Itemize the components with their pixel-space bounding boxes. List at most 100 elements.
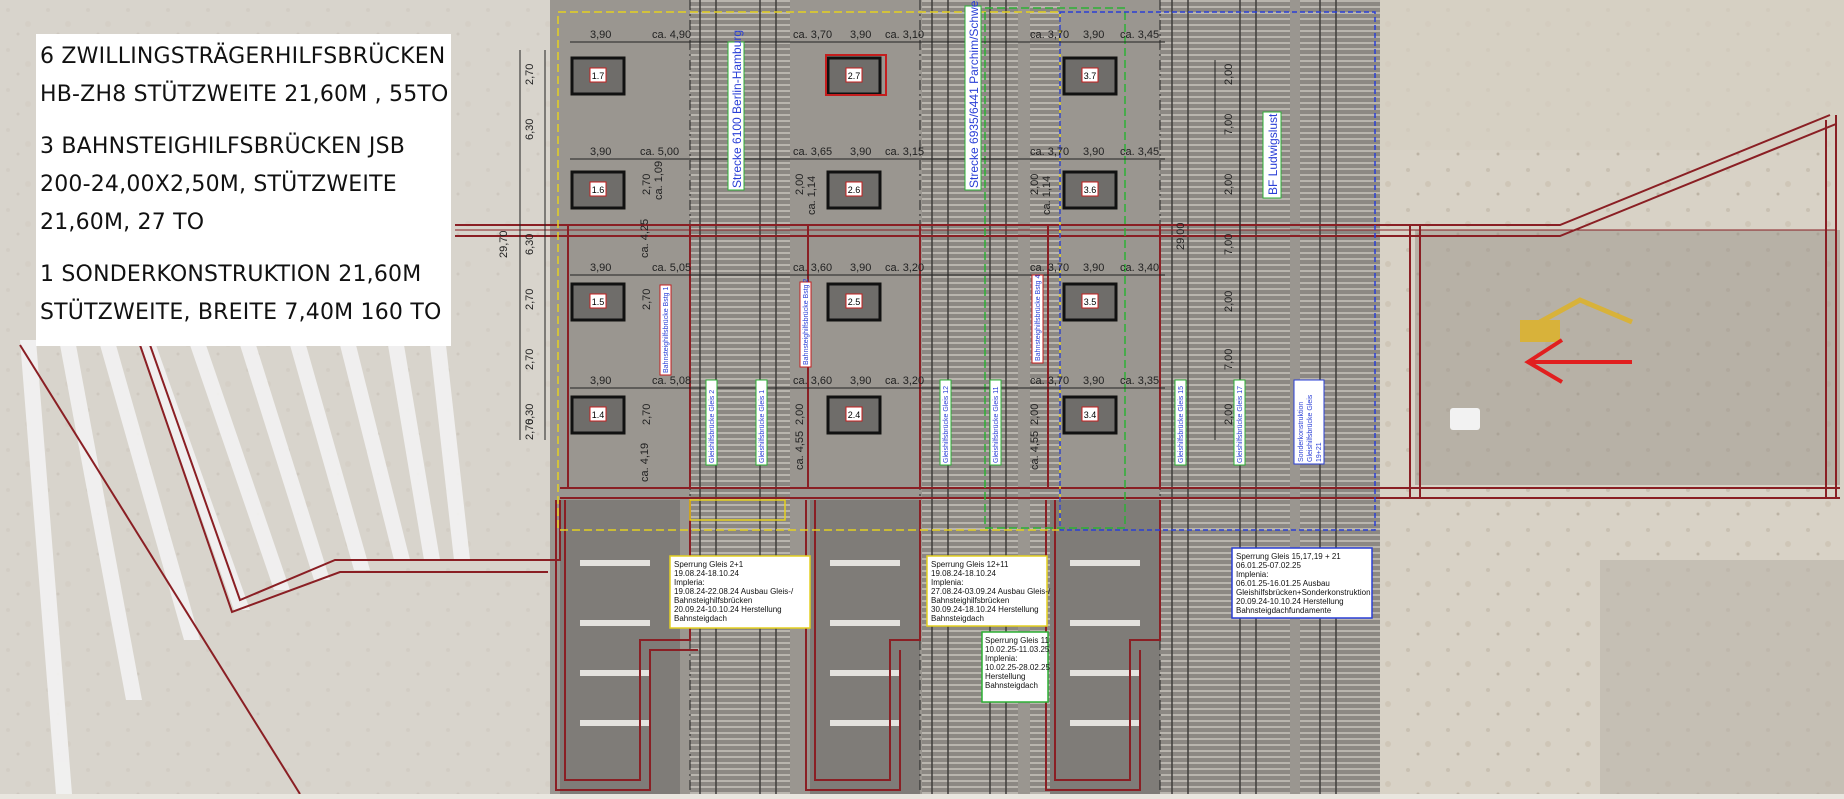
right-inner-5: 7,00 (1223, 349, 1235, 370)
left-inner-2: 6,30 (524, 234, 536, 255)
zone-yellow (557, 11, 1061, 531)
left-inner-5: 6,30 (524, 404, 536, 425)
dim-d-7: ca. 3,35 (1120, 375, 1159, 387)
pier-2-7: 2.7 (826, 56, 882, 96)
legend-line: 1 SONDERKONSTRUKTION 21,60M (40, 262, 422, 287)
note-4 (1231, 547, 1373, 619)
svg-text:20.09.24-10.10.24 Herstellung: 20.09.24-10.10.24 Herstellung (674, 605, 782, 614)
vertical-dimensions: 29,70 2,70 6,30 6,30 2,70 2,70 6,30 2,70… (498, 64, 1235, 482)
dim-d-2: ca. 3,60 (793, 375, 832, 387)
svg-text:Gleishilfsbrücke Gleis 17: Gleishilfsbrücke Gleis 17 (1237, 386, 1244, 463)
dimension-labels: 3,90 ca. 4,90 ca. 3,70 3,90 ca. 3,10 ca.… (590, 29, 1159, 387)
dim-b-5: ca. 3,70 (1030, 146, 1069, 158)
note-3 (981, 631, 1049, 703)
svg-text:Herstellung: Herstellung (985, 672, 1025, 681)
svg-text:19.08.24-22.08.24 Ausbau Gleis: 19.08.24-22.08.24 Ausbau Gleis-/ (674, 587, 794, 596)
col-mid-2: ca. 4,25 (639, 219, 651, 258)
svg-text:Bahnsteigdachfundamente: Bahnsteigdachfundamente (1236, 606, 1332, 615)
dim-c-1: ca. 5,05 (652, 262, 691, 274)
legend-block-3: 1 SONDERKONSTRUKTION 21,60M STÜTZWEITE, … (40, 256, 451, 332)
dim-a-0: 3,90 (590, 29, 611, 41)
svg-text:3.7: 3.7 (1084, 71, 1097, 81)
dim-a-5: ca. 3,70 (1030, 29, 1069, 41)
dim-b-0: 3,90 (590, 146, 611, 158)
svg-text:20.09.24-10.10.24 Herstellung: 20.09.24-10.10.24 Herstellung (1236, 597, 1344, 606)
legend-line: 3 BAHNSTEIGHILFSBRÜCKEN JSB (40, 134, 406, 159)
col-mid-5: ca. 4,19 (639, 443, 651, 482)
pier-2-6: 2.6 (826, 170, 882, 210)
svg-text:19+21: 19+21 (1316, 442, 1323, 462)
dim-b-7: ca. 3,45 (1120, 146, 1159, 158)
strecke-6100-label: Strecke 6100 Berlin-Hamburg (730, 30, 744, 188)
dim-c-2: ca. 3,60 (793, 262, 832, 274)
pier-2-5: 2.5 (826, 282, 882, 322)
red-arrow-icon (1524, 338, 1632, 384)
svg-text:Bahnsteighilfsbrücke Bstg 1: Bahnsteighilfsbrücke Bstg 1 (663, 287, 670, 373)
dim-d-1: ca. 5,08 (652, 375, 691, 387)
dim-b-2: ca. 3,65 (793, 146, 832, 158)
svg-text:3.4: 3.4 (1084, 410, 1097, 420)
legend-line: 6 ZWILLINGSTRÄGERHILFSBRÜCKEN (40, 44, 446, 69)
svg-text:Bahnsteighilfsbrücken: Bahnsteighilfsbrücken (674, 596, 752, 605)
bf-ludwigslust-label: BF Ludwigslust (1266, 113, 1280, 195)
svg-text:2.4: 2.4 (848, 410, 861, 420)
platform-roof-columns (20, 340, 470, 794)
note-2 (926, 555, 1048, 627)
note-1 (669, 555, 811, 629)
legend-line: 200-24,00X2,50M, STÜTZWEITE (40, 172, 397, 197)
dim-b-3: 3,90 (850, 146, 871, 158)
pier-3-5: 3.5 (1062, 282, 1118, 322)
bridge-labels: Bahnsteighilfsbrücke Bstg 1 Bahnsteighil… (659, 274, 1325, 466)
right-inner-3: 7,00 (1223, 234, 1235, 255)
excavator-icon (1520, 297, 1633, 342)
svg-text:19.08.24-18.10.24: 19.08.24-18.10.24 (931, 569, 996, 578)
pier-1-6: 1.6 (570, 170, 626, 210)
legend-block-1: 6 ZWILLINGSTRÄGERHILFSBRÜCKEN HB-ZH8 STÜ… (40, 38, 451, 114)
pier-2-4: 2.4 (826, 395, 882, 435)
legend-line: STÜTZWEITE, BREITE 7,40M 160 TO (40, 300, 442, 325)
svg-text:2.5: 2.5 (848, 297, 861, 307)
dim-a-4: ca. 3,10 (885, 29, 924, 41)
svg-text:1.7: 1.7 (592, 71, 605, 81)
svg-text:2.6: 2.6 (848, 185, 861, 195)
mid3-1: ca. 1,14 (1041, 176, 1053, 215)
zone-green (984, 7, 1126, 529)
svg-text:10.02.25-11.03.25: 10.02.25-11.03.25 (985, 645, 1050, 654)
pier-2-7-highlight (825, 54, 887, 96)
pier-3-6: 3.6 (1062, 170, 1118, 210)
svg-text:Gleishilfsbrücken+Sonderkonstr: Gleishilfsbrücken+Sonderkonstruktion (1236, 588, 1371, 597)
dim-b-1: ca. 5,00 (640, 146, 679, 158)
svg-text:3.5: 3.5 (1084, 297, 1097, 307)
pier-3-7: 3.7 (1062, 56, 1118, 96)
svg-text:Gleishilfsbrücke Gleis: Gleishilfsbrücke Gleis (1307, 394, 1314, 462)
mid2-1: ca. 1,14 (806, 176, 818, 215)
svg-text:Sperrung Gleis 2+1: Sperrung Gleis 2+1 (674, 560, 744, 569)
dim-c-5: ca. 3,70 (1030, 262, 1069, 274)
construction-outline (19, 114, 1840, 795)
right-outer-dim: 29,00 (1175, 222, 1187, 250)
svg-text:06.01.25-07.02.25: 06.01.25-07.02.25 (1236, 561, 1301, 570)
right-inner-6: 2,00 (1223, 404, 1235, 425)
svg-text:Bahnsteighilfsbrücken: Bahnsteighilfsbrücken (931, 596, 1009, 605)
pier-1-5: 1.5 (570, 282, 626, 322)
pier-blocks: 1.7 1.6 1.5 1.4 2.7 2.6 2.5 2.4 3.7 3.6 … (570, 56, 1118, 435)
dimension-lines (519, 41, 1241, 440)
svg-text:2.7: 2.7 (848, 71, 861, 81)
dim-d-4: ca. 3,20 (885, 375, 924, 387)
legend-line: 21,60M, 27 TO (40, 210, 205, 235)
dim-a-1: ca. 4,90 (652, 29, 691, 41)
left-inner-6: 2,70 (524, 419, 536, 440)
dim-d-5: ca. 3,70 (1030, 375, 1069, 387)
dim-d-0: 3,90 (590, 375, 611, 387)
pier-1-7: 1.7 (570, 56, 626, 96)
svg-text:Bahnsteigdach: Bahnsteigdach (985, 681, 1038, 690)
mid3-0: 2,00 (1029, 174, 1041, 195)
dim-a-3: 3,90 (850, 29, 871, 41)
svg-text:Bahnsteighilfsbrücke Bstg 4: Bahnsteighilfsbrücke Bstg 4 (1035, 275, 1042, 361)
svg-text:06.01.25-16.01.25 Ausbau: 06.01.25-16.01.25 Ausbau (1236, 579, 1330, 588)
svg-text:Bahnsteigdach: Bahnsteigdach (674, 614, 727, 623)
mid2-0: 2,00 (794, 174, 806, 195)
legend-box: 6 ZWILLINGSTRÄGERHILFSBRÜCKEN HB-ZH8 STÜ… (36, 34, 451, 346)
right-inner-0: 2,00 (1223, 64, 1235, 85)
